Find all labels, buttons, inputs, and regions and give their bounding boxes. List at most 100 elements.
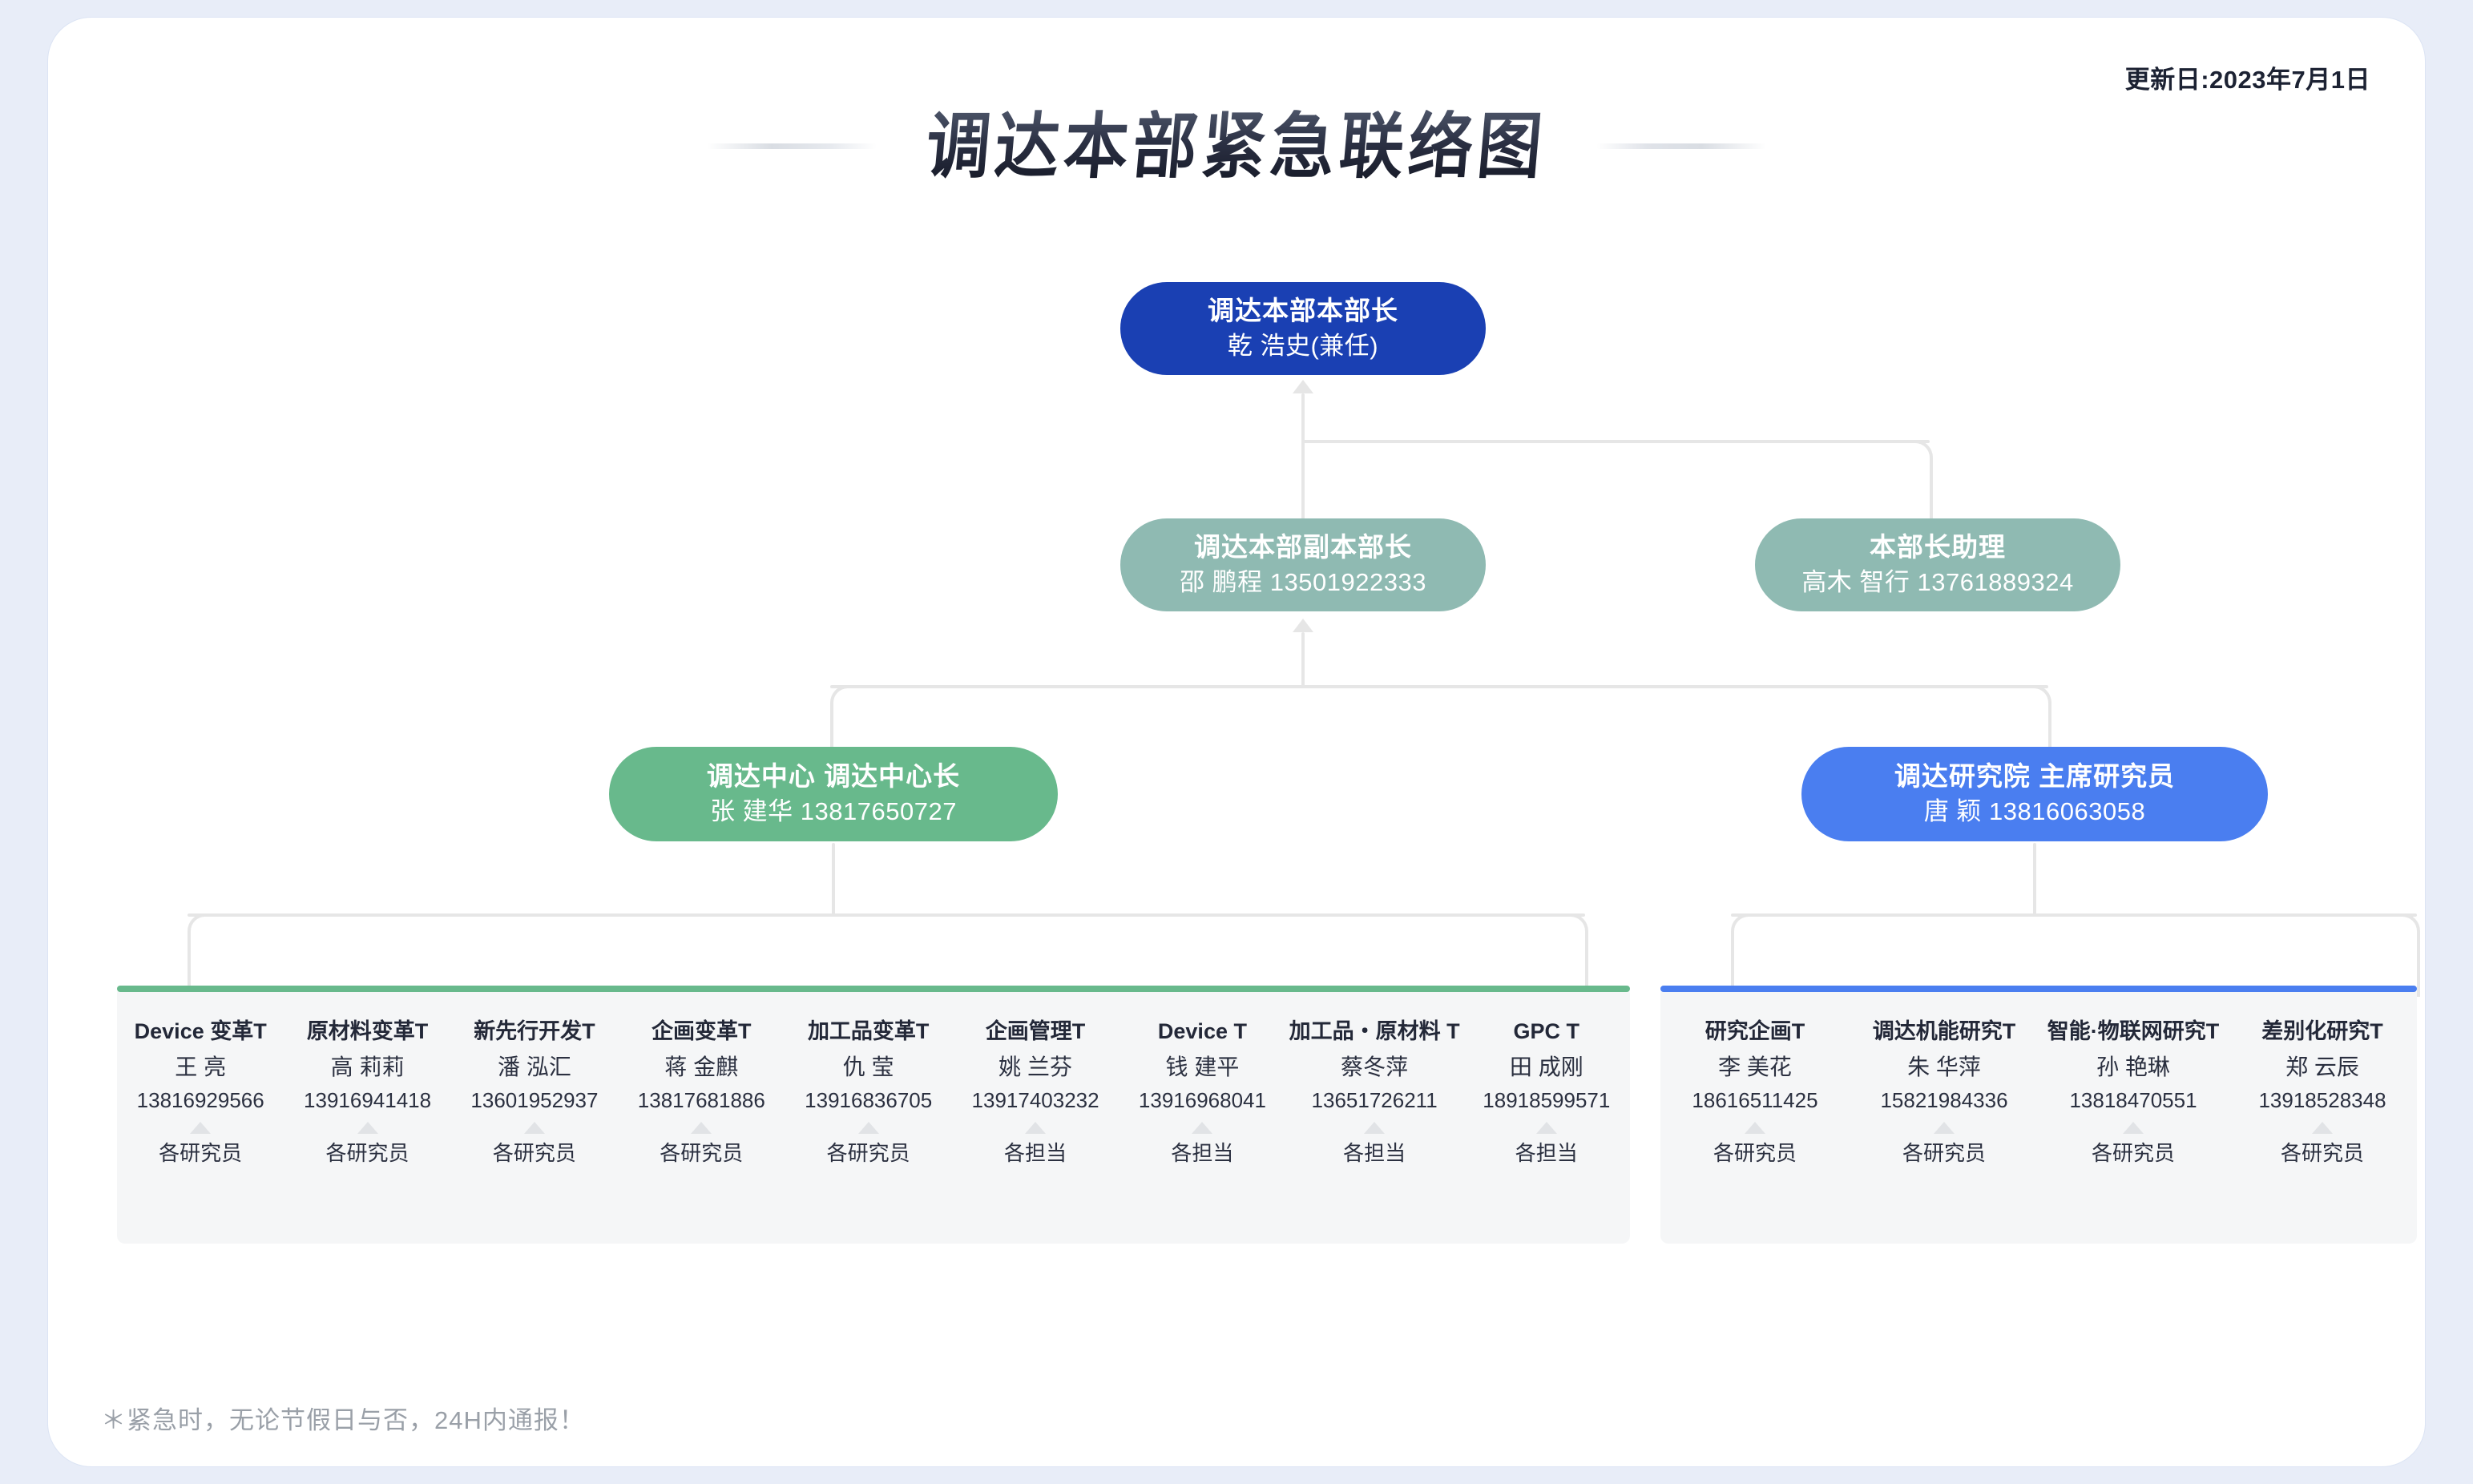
- team-role-label: 各研究员: [2280, 1141, 2364, 1166]
- connector-elbow-right-end: [2399, 913, 2420, 997]
- caret-up-icon: [1364, 1122, 1386, 1135]
- team-title: 差别化研究T: [2261, 1019, 2383, 1043]
- connector-elbow-assistant: [1912, 440, 1933, 523]
- team-column[interactable]: 新先行开发T 潘 泓汇 13601952937 各研究员: [451, 1019, 618, 1166]
- team-column[interactable]: Device 变革T 王 亮 13816929566 各研究员: [117, 1019, 284, 1166]
- team-title: GPC T: [1513, 1019, 1580, 1043]
- left-teams-panel: Device 变革T 王 亮 13816929566 各研究员 原材料变革T 高 莉莉 13…: [117, 986, 1630, 1244]
- caret-up-icon: [1535, 1122, 1557, 1135]
- team-contact-name: 钱 建平: [1165, 1055, 1240, 1080]
- team-role-label: 各研究员: [826, 1141, 910, 1166]
- node-title: 本部长助理: [1870, 532, 2006, 563]
- caret-up-icon: [1934, 1122, 1955, 1135]
- connector-elbow-right-start: [1731, 913, 1752, 997]
- connector-institute-stem: [2033, 843, 2036, 915]
- connector-elbow-left-end: [1567, 913, 1588, 997]
- team-title: 企画管理T: [985, 1019, 1086, 1043]
- org-chart-card: 更新日:2023年7月1日 调达本部紧急联络图 调达本部本部长 乾 浩史(兼任)…: [48, 18, 2425, 1466]
- connector-deputy-stem: [1301, 632, 1305, 687]
- team-title: Device 变革T: [134, 1019, 267, 1043]
- caret-up-icon: [2312, 1122, 2333, 1135]
- connector-bus-left-panel: [188, 913, 1585, 917]
- team-contact-phone[interactable]: 13816929566: [136, 1088, 264, 1113]
- team-role-label: 各研究员: [492, 1141, 576, 1166]
- left-panel-accent-bar: [117, 986, 1630, 992]
- team-contact-name: 王 亮: [175, 1055, 227, 1080]
- team-role-label: 各研究员: [159, 1141, 243, 1166]
- team-role-label: 各担当: [1515, 1141, 1578, 1166]
- team-column[interactable]: 加工品变革T 仇 莹 13916836705 各研究员: [785, 1019, 952, 1166]
- connector-center-stem: [832, 843, 835, 915]
- team-title: 新先行开发T: [474, 1019, 595, 1043]
- node-deputy-head[interactable]: 调达本部副本部长 邵 鹏程 13501922333: [1120, 518, 1486, 611]
- node-procurement-center[interactable]: 调达中心 调达中心长 张 建华 13817650727: [609, 747, 1058, 841]
- team-title: 加工品・原材料 T: [1289, 1019, 1460, 1043]
- team-role-label: 各研究员: [1713, 1141, 1797, 1166]
- team-contact-phone[interactable]: 13916968041: [1138, 1088, 1266, 1113]
- left-teams-columns: Device 变革T 王 亮 13816929566 各研究员 原材料变革T 高 莉莉 13…: [117, 986, 1630, 1244]
- team-contact-phone[interactable]: 13916836705: [805, 1088, 933, 1113]
- node-subtitle: 唐 颖 13816063058: [1923, 797, 2146, 826]
- connector-head-stem: [1301, 393, 1305, 442]
- node-head-of-division[interactable]: 调达本部本部长 乾 浩史(兼任): [1120, 282, 1486, 375]
- team-contact-phone[interactable]: 13651726211: [1311, 1088, 1438, 1113]
- caret-up-icon: [1025, 1122, 1047, 1135]
- node-title: 调达本部本部长: [1208, 296, 1398, 326]
- team-contact-name: 田 成刚: [1509, 1055, 1583, 1080]
- caret-up-icon: [1745, 1122, 1765, 1135]
- caret-up-icon: [357, 1122, 378, 1135]
- node-title: 调达中心 调达中心长: [706, 761, 961, 792]
- team-role-label: 各担当: [1343, 1141, 1406, 1166]
- node-subtitle: 邵 鹏程 13501922333: [1180, 568, 1426, 597]
- connector-bus-level3: [830, 685, 2048, 688]
- team-contact-phone[interactable]: 15821984336: [1880, 1088, 2008, 1113]
- team-title: 加工品变革T: [807, 1019, 930, 1043]
- team-contact-name: 高 莉莉: [330, 1055, 405, 1080]
- caret-up-icon: [857, 1122, 879, 1135]
- connector-bus-right-panel: [1731, 913, 2417, 917]
- team-title: 调达机能研究T: [1872, 1019, 2016, 1043]
- team-contact-name: 姚 兰芬: [998, 1055, 1072, 1080]
- node-title: 调达本部副本部长: [1194, 532, 1412, 563]
- team-contact-phone[interactable]: 13917403232: [971, 1088, 1099, 1113]
- team-role-label: 各研究员: [660, 1141, 744, 1166]
- connector-elbow-center: [830, 685, 851, 752]
- title-rule-right: [1596, 143, 1766, 149]
- team-contact-name: 蔡冬萍: [1341, 1055, 1409, 1080]
- connector-arrow-to-deputy: [1293, 619, 1313, 632]
- right-panel-accent-bar: [1660, 986, 2417, 992]
- team-contact-name: 仇 莹: [842, 1055, 894, 1080]
- team-contact-phone[interactable]: 13818470551: [2069, 1088, 2197, 1113]
- team-contact-name: 李 美花: [1718, 1055, 1792, 1080]
- team-column[interactable]: 加工品・原材料 T 蔡冬萍 13651726211 各担当: [1286, 1019, 1463, 1166]
- node-subtitle: 高木 智行 13761889324: [1801, 568, 2074, 597]
- team-role-label: 各担当: [1004, 1141, 1067, 1166]
- caret-up-icon: [2123, 1122, 2144, 1135]
- team-contact-phone[interactable]: 13817681886: [637, 1088, 765, 1113]
- caret-up-icon: [1192, 1122, 1213, 1135]
- team-column[interactable]: 企画管理T 姚 兰芬 13917403232 各担当: [952, 1019, 1119, 1166]
- team-title: 企画变革T: [652, 1019, 752, 1043]
- team-contact-name: 潘 泓汇: [498, 1055, 571, 1080]
- team-contact-phone[interactable]: 13918528348: [2258, 1088, 2386, 1113]
- connector-drop-deputy: [1301, 440, 1305, 520]
- team-contact-phone[interactable]: 13601952937: [470, 1088, 599, 1113]
- node-research-institute[interactable]: 调达研究院 主席研究员 唐 颖 13816063058: [1801, 747, 2268, 841]
- caret-up-icon: [190, 1122, 212, 1135]
- team-contact-phone[interactable]: 13916941418: [304, 1088, 432, 1113]
- team-contact-phone[interactable]: 18918599571: [1483, 1088, 1611, 1113]
- team-contact-phone[interactable]: 18616511425: [1692, 1088, 1818, 1113]
- team-title: Device T: [1157, 1019, 1247, 1043]
- team-title: 原材料变革T: [306, 1019, 429, 1043]
- team-column[interactable]: GPC T 田 成刚 18918599571 各担当: [1463, 1019, 1630, 1166]
- team-contact-name: 孙 艳琳: [2096, 1055, 2170, 1080]
- node-head-assistant[interactable]: 本部长助理 高木 智行 13761889324: [1755, 518, 2120, 611]
- team-role-label: 各研究员: [2091, 1141, 2175, 1166]
